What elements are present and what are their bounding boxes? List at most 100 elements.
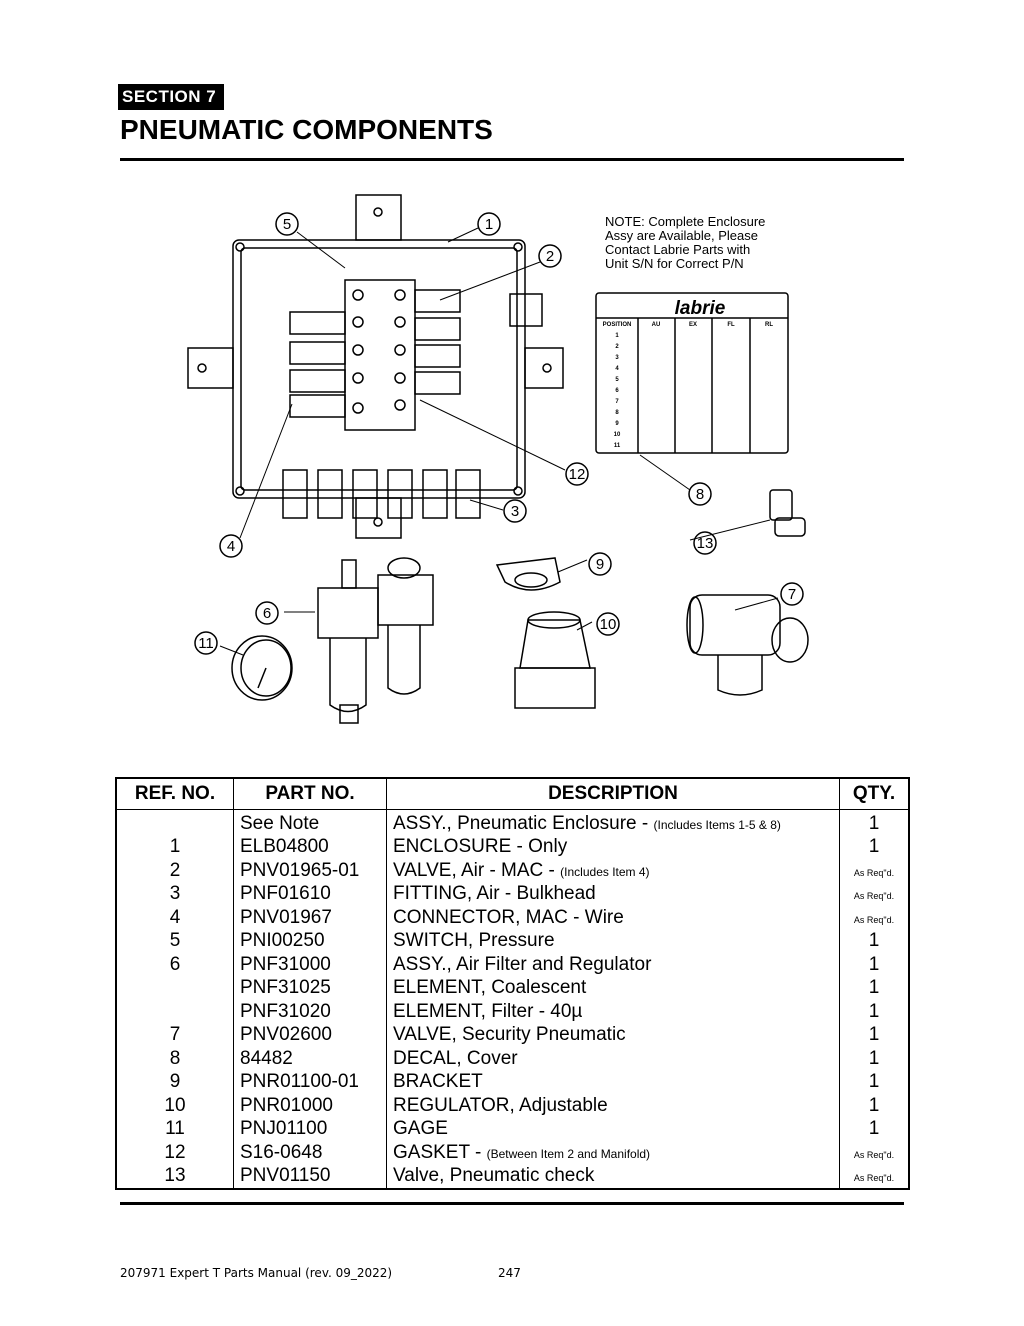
cell-qty: As Req"d. [839,906,910,930]
cell-ref-no: 9 [115,1070,234,1094]
cell-qty: 1 [839,1070,910,1094]
svg-text:FL: FL [727,322,735,328]
title-rule [120,158,904,161]
header-description: DESCRIPTION [386,777,840,810]
cell-part-no: PNF31020 [233,1000,387,1024]
callout-12: 12 [569,466,586,483]
callout-2: 2 [546,248,554,265]
svg-text:6: 6 [615,388,619,394]
cell-part-no: PNF31000 [233,953,387,977]
cell-ref-no: 6 [115,953,234,977]
svg-text:11: 11 [614,443,621,449]
cell-description: ELEMENT, Filter - 40µ [386,1000,840,1024]
cell-ref-no: 5 [115,929,234,953]
svg-text:POSITION: POSITION [603,322,632,328]
qty-note: As Req"d. [853,867,895,878]
bulkhead-fittings [282,469,481,519]
security-valve-drawing [686,594,809,696]
cell-qty: As Req"d. [839,882,910,906]
cell-description: BRACKET [386,1070,840,1094]
cell-qty: 1 [839,809,910,836]
cell-description: ASSY., Air Filter and Regulator [386,953,840,977]
callout-3: 3 [511,503,519,520]
callout-5: 5 [283,216,291,233]
description-note: (Between Item 2 and Manifold) [486,1146,651,1161]
cell-description: DECAL, Cover [386,1047,840,1071]
svg-text:1: 1 [615,333,619,339]
enclosure-note: NOTE: Complete Enclosure Assy are Availa… [605,214,765,271]
cell-ref-no: 13 [115,1164,234,1189]
cell-description: GAGE [386,1117,840,1141]
cell-part-no: ELB04800 [233,835,387,859]
cell-qty: 1 [839,953,910,977]
svg-text:5: 5 [615,377,619,383]
cell-qty: 1 [839,976,910,1000]
svg-text:2: 2 [615,344,619,350]
callout-10: 10 [600,616,617,633]
section-tag: SECTION 7 [118,84,225,110]
cell-description: FITTING, Air - Bulkhead [386,882,840,906]
cell-description: Valve, Pneumatic check [386,1164,840,1189]
cell-part-no: PNR01000 [233,1094,387,1118]
cell-part-no: PNR01100-01 [233,1070,387,1094]
bracket-drawing [495,557,561,591]
cell-description: VALVE, Security Pneumatic [386,1023,840,1047]
cell-part-no: PNI00250 [233,929,387,953]
header-ref-no: REF. NO. [115,777,234,810]
pneumatic-diagram: 5 1 2 3 4 6 7 8 9 10 11 12 13 NOTE: Comp… [187,194,809,724]
cell-ref-no: 8 [115,1047,234,1071]
decal-drawing [595,292,789,454]
cell-qty: 1 [839,1094,910,1118]
callout-9: 9 [596,556,604,573]
svg-text:4: 4 [615,366,619,372]
header-part-no: PART NO. [233,777,387,810]
cell-qty: 1 [839,1047,910,1071]
parts-table: REF. NO. PART NO. DESCRIPTION QTY. See N… [115,777,910,1190]
callout-11: 11 [198,635,214,652]
svg-text:EX: EX [689,322,697,328]
cell-part-no: PNV01967 [233,906,387,930]
cell-qty: 1 [839,835,910,859]
cell-part-no: PNF01610 [233,882,387,906]
svg-text:Unit S/N for Correct P/N: Unit S/N for Correct P/N [605,256,744,271]
cell-ref-no: 7 [115,1023,234,1047]
callout-circles [194,212,804,655]
svg-text:9: 9 [615,421,619,427]
svg-text:RL: RL [765,322,773,328]
qty-note: As Req"d. [853,891,895,902]
cell-ref-no: 11 [115,1117,234,1141]
callout-7: 7 [788,586,796,603]
footer-manual: 207971 Expert T Parts Manual (rev. 09_20… [120,1266,393,1280]
cell-part-no: PNF31025 [233,976,387,1000]
bottom-rule [120,1202,904,1205]
cell-qty: 1 [839,929,910,953]
svg-text:AU: AU [652,322,661,328]
callout-1: 1 [485,216,493,233]
cell-qty: 1 [839,1000,910,1024]
cell-description: ELEMENT, Coalescent [386,976,840,1000]
cell-part-no: See Note [233,809,387,836]
cell-description: ASSY., Pneumatic Enclosure - (Includes I… [386,809,840,836]
svg-text:7: 7 [615,399,619,405]
cell-ref-no: 1 [115,835,234,859]
cell-qty: As Req"d. [839,859,910,883]
cell-description: SWITCH, Pressure [386,929,840,953]
cell-ref-no: 4 [115,906,234,930]
cell-part-no: PNJ01100 [233,1117,387,1141]
cell-ref-no [115,809,234,836]
footer-page-number: 247 [498,1266,521,1280]
cell-ref-no: 3 [115,882,234,906]
cell-ref-no [115,1000,234,1024]
